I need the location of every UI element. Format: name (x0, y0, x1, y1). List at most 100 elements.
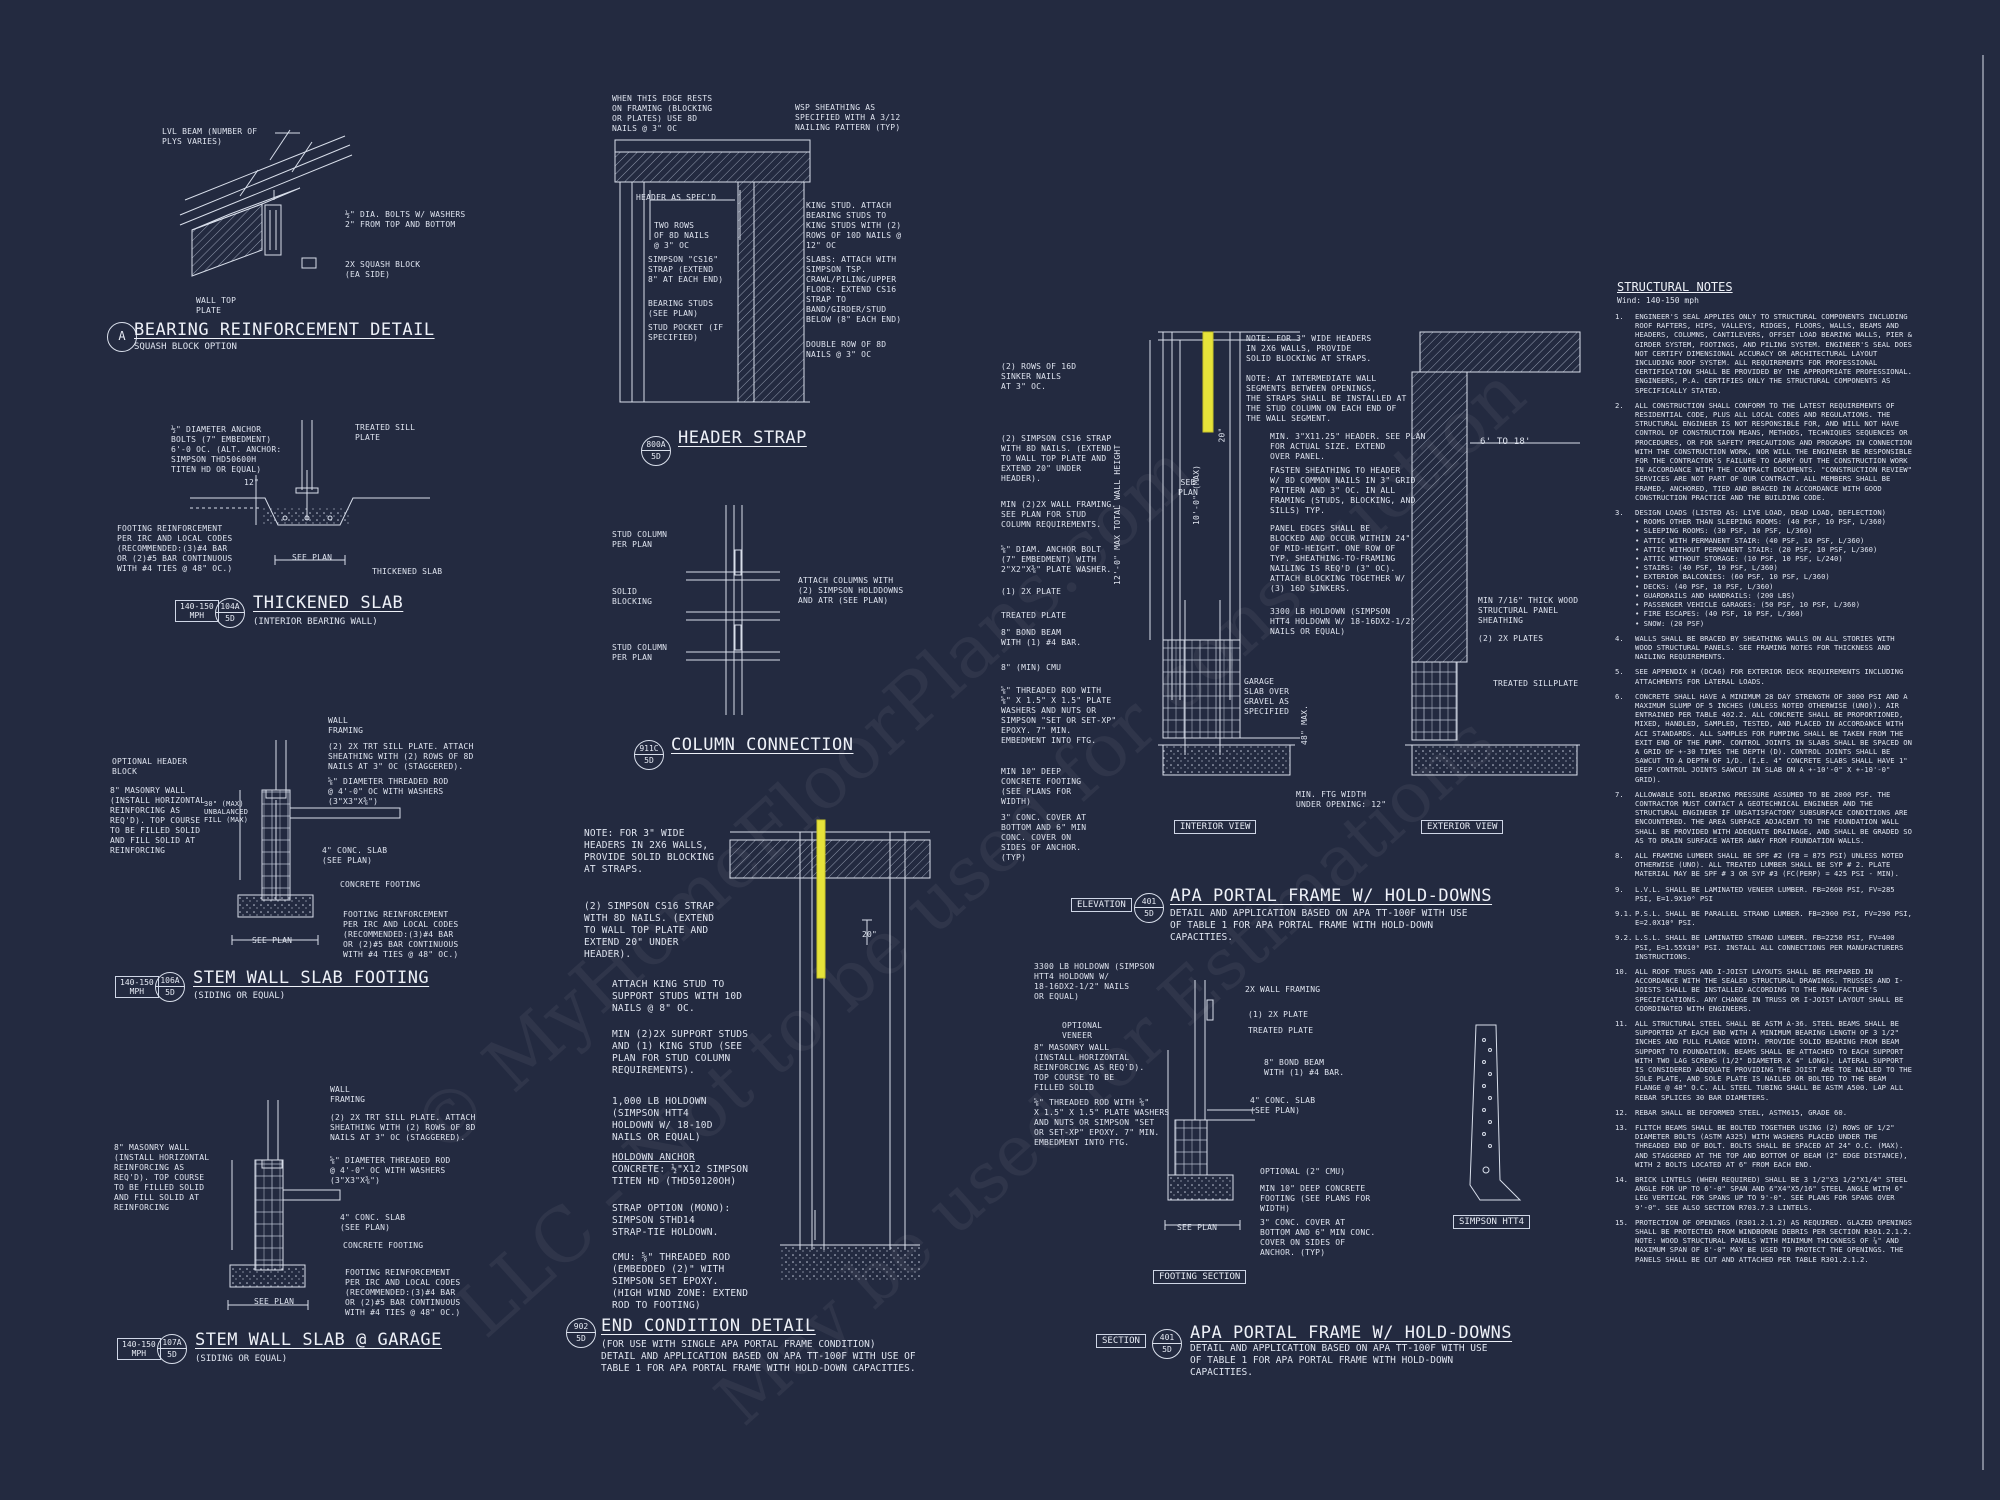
structural-note-item: 1. ENGINEER'S SEAL APPLIES ONLY TO STRUCT… (1615, 312, 1915, 395)
note-el-r6: 3300 LB HOLDOWN (SIMPSON HTT4 HOLDOWN W/… (1270, 607, 1416, 636)
elevation-subtitle: DETAIL AND APPLICATION BASED ON APA TT-1… (1170, 908, 1468, 943)
note-conc-slab: 4" CONC. SLAB (SEE PLAN) (322, 846, 388, 865)
structural-note-item: 14.BRICK LINTELS (WHEN REQUIRED) SHALL B… (1615, 1175, 1915, 1212)
structural-note-number: 1. (1615, 312, 1624, 321)
note-sec-2: OPTIONAL VENEER (1062, 1021, 1103, 1040)
note-el-r5: PANEL EDGES SHALL BE BLOCKED AND OCCUR W… (1270, 524, 1411, 593)
note-masonry-wall: 8" MASONRY WALL (INSTALL HORIZONTAL REIN… (110, 786, 206, 855)
structural-note-text: P.S.L. SHALL BE PARALLEL STRAND LUMBER. … (1635, 908, 1912, 928)
note-el-l8: 8" (MIN) CMU (1001, 663, 1062, 672)
note-stud-pocket: STUD POCKET (IF SPECIFIED) (648, 323, 724, 342)
structural-note-number: 7. (1615, 789, 1624, 799)
dim-12: 12" (244, 478, 260, 487)
structural-note-item: 8.ALL FRAMING LUMBER SHALL BE SPF #2 (Fb… (1615, 851, 1915, 879)
note-el-r2: NOTE: AT INTERMEDIATE WALL SEGMENTS BETW… (1246, 374, 1407, 423)
column-title: COLUMN CONNECTION (671, 735, 854, 755)
note-sec-9: 4" CONC. SLAB (SEE PLAN) (1250, 1096, 1316, 1115)
structural-note-number: 4. (1615, 633, 1624, 643)
note-unbalanced-fill: 30" (MAX) UNBALANCED FILL (MAX) (204, 800, 249, 824)
note-ec-3: ATTACH KING STUD TO SUPPORT STUDS WITH 1… (612, 979, 743, 1014)
garage-mph: 140-150 MPH (117, 1338, 161, 1360)
note-two-rows: TWO ROWS OF 8d NAILS @ 3" OC (654, 221, 710, 250)
note-sec-8: 8" BOND BEAM WITH (1) #4 BAR. (1264, 1058, 1345, 1077)
note-anchor-bolts: ½" DIAMETER ANCHOR BOLTS (7" EMBEDMENT) … (171, 425, 282, 474)
note-el-r8: MIN. FTG WIDTH UNDER OPENING: 12" (1296, 790, 1387, 809)
note-edge-rests: WHEN THIS EDGE RESTS ON FRAMING (BLOCKIN… (612, 94, 713, 133)
elevation-strap (1202, 331, 1214, 433)
end-condition-subtitle: (FOR USE WITH SINGLE APA PORTAL FRAME CO… (601, 1339, 916, 1374)
footing-section-label: FOOTING SECTION (1153, 1270, 1247, 1284)
structural-note-text: BRICK LINTELS (WHEN REQUIRED) SHALL BE 3… (1635, 1175, 1908, 1212)
elevation-exterior-drawing (1405, 331, 1581, 776)
end-condition-strap (816, 819, 826, 979)
structural-note-item: 12. REBAR SHALL BE DEFORMED STEEL, ASTM61… (1615, 1108, 1915, 1117)
structural-note-number: 12. (1615, 1107, 1628, 1117)
dim-el-10ft: 10'-0" (MAX) (1192, 464, 1201, 525)
thickened-slab-subtitle: (INTERIOR BEARING WALL) (253, 617, 378, 627)
structural-note-item: 7.ALLOWABLE SOIL BEARING PRESSURE ASSUME… (1615, 790, 1915, 845)
note-lvl-beam: LVL BEAM (NUMBER OF PLYS VARIES) (162, 127, 258, 146)
note-thickened-slab: THICKENED SLAB (372, 567, 443, 576)
note-el-r4: FASTEN SHEATHING TO HEADER W/ 8d COMMON … (1270, 466, 1416, 515)
note-ec-4: MIN (2)2X SUPPORT STUDS AND (1) KING STU… (612, 1029, 749, 1076)
note-el-r7: GARAGE SLAB OVER GRAVEL AS SPECIFIED (1244, 677, 1290, 716)
note-el-l4: ⅝" DIAM. ANCHOR BOLT (7" EMBEDMENT) WITH… (1001, 545, 1112, 574)
structural-note-number: 9.1. (1615, 908, 1633, 918)
note-el-l10: MIN 10" DEEP CONCRETE FOOTING (SEE PLANS… (1001, 767, 1082, 806)
stem-wall-mph: 140-150 MPH (115, 976, 159, 998)
note-sec-6: (1) 2x PLATE (1248, 1010, 1309, 1019)
section-subtitle: DETAIL AND APPLICATION BASED ON APA TT-1… (1190, 1343, 1488, 1378)
note-garage-slab: 4" CONC. SLAB (SEE PLAN) (340, 1213, 406, 1232)
note-stud-column-bottom: STUD COLUMN PER PLAN (612, 643, 668, 662)
note-squash-block: 2x SQUASH BLOCK (EA SIDE) (345, 260, 421, 279)
structural-note-item: 5.SEE APPENDIX H (DCA6) FOR EXTERIOR DEC… (1615, 667, 1915, 685)
structural-note-number: 11. (1615, 1019, 1628, 1029)
note-solid-blocking: SOLID BLOCKING (612, 587, 653, 606)
structural-note-text: REBAR SHALL BE DEFORMED STEEL, ASTM615, … (1635, 1107, 1848, 1117)
structural-note-item: 6.CONCRETE SHALL HAVE A MINIMUM 28 DAY S… (1615, 692, 1915, 784)
note-garage-rod: ⅝" DIAMETER THREADED ROD @ 4'-0" OC WITH… (330, 1156, 451, 1185)
structural-note-text: ALL STRUCTURAL STEEL SHALL BE ASTM A-36.… (1635, 1019, 1912, 1102)
end-condition-title: END CONDITION DETAIL (601, 1316, 816, 1336)
elevation-interior-drawing (1149, 331, 1300, 776)
structural-note-item: 9.L.V.L. SHALL BE LAMINATED VENEER LUMBE… (1615, 885, 1915, 903)
structural-note-text: FLITCH BEAMS SHALL BE BOLTED TOGETHER US… (1635, 1123, 1908, 1169)
interior-view-label: INTERIOR VIEW (1174, 820, 1257, 834)
note-el-l3: MIN (2)2X WALL FRAMING. SEE PLAN FOR STU… (1001, 500, 1117, 529)
note-footing-reinf: FOOTING REINFORCEMENT PER IRC AND LOCAL … (117, 524, 233, 573)
note-double-row: DOUBLE ROW OF 8d NAILS @ 3" OC (806, 340, 887, 359)
structural-notes-list: 1. ENGINEER'S SEAL APPLIES ONLY TO STRUCT… (1615, 312, 1915, 1270)
structural-note-number: 8. (1615, 850, 1624, 860)
column-connection-drawing (686, 505, 780, 715)
structural-note-number: 2. (1615, 400, 1624, 410)
note-ec-2: (2) SIMPSON CS16 STRAP WITH 8d NAILS. (E… (584, 901, 715, 960)
structural-note-number: 9.2. (1615, 933, 1633, 943)
stem-wall-subtitle: (SIDING OR EQUAL) (193, 991, 286, 1001)
note-bearing-studs: BEARING STUDS (SEE PLAN) (648, 299, 714, 318)
dim-el-12ft: 12'-0" MAX TOTAL WALL HEIGHT (1113, 444, 1122, 585)
note-garage-wall-framing: WALL FRAMING (330, 1085, 366, 1104)
elevation-title: APA PORTAL FRAME W/ HOLD-DOWNS (1170, 886, 1493, 906)
note-el-l7: 8" BOND BEAM WITH (1) #4 BAR. (1001, 628, 1082, 647)
structural-note-text: CONCRETE SHALL HAVE A MINIMUM 28 DAY STR… (1635, 691, 1912, 784)
header-strap-title: HEADER STRAP (678, 428, 807, 448)
structural-note-item: 15.PROTECTION OF OPENINGS (R301.2.1.2) A… (1615, 1218, 1915, 1264)
note-sec-see-plan: SEE PLAN (1177, 1223, 1218, 1232)
structural-note-text: ENGINEER'S SEAL APPLIES ONLY TO STRUCTUR… (1635, 312, 1912, 395)
section-tag: SECTION (1096, 1334, 1146, 1348)
structural-note-item: 9.2.L.S.L. SHALL BE LAMINATED STRAND LUM… (1615, 933, 1915, 961)
note-el-l1: (2) ROWS OF 16d SINKER NAILS AT 3" OC. (1001, 362, 1077, 391)
stem-wall-drawing (231, 740, 401, 945)
section-view-drawing (1164, 980, 1255, 1230)
note-ec-8: CMU: ⅝" THREADED ROD (EMBEDDED (2)" WITH… (612, 1252, 749, 1311)
garage-subtitle: (SIDING OR EQUAL) (195, 1354, 288, 1364)
note-el-l11: 3" CONC. COVER AT BOTTOM AND 6" MIN CONC… (1001, 813, 1087, 862)
note-see-plan: SEE PLAN (292, 553, 333, 562)
